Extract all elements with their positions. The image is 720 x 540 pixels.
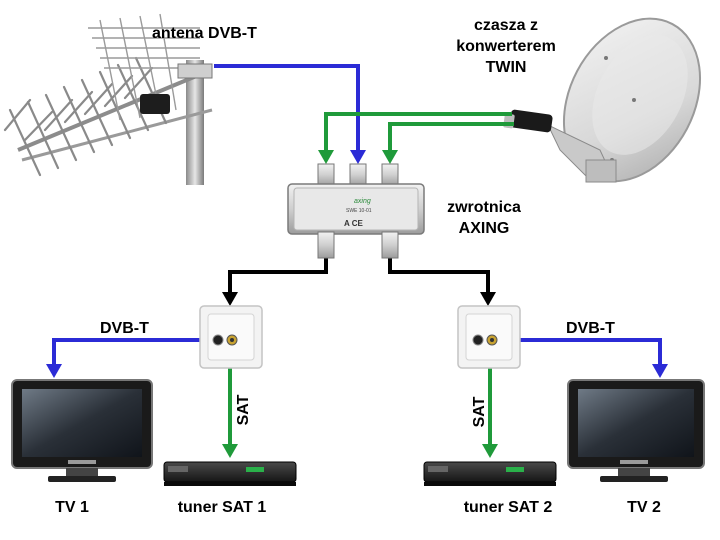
tuner-1-label: tuner SAT 1 [178, 499, 267, 516]
sat-tuner-2-image [423, 461, 557, 486]
dish-label-line-3: TWIN [486, 59, 527, 76]
switch-brand: axing [354, 198, 371, 205]
tv-2-image [567, 379, 705, 482]
arrow-sat-input-2 [382, 150, 398, 164]
dvbt-label-right: DVB-T [566, 320, 615, 337]
wire-arrowheads [46, 150, 668, 458]
sat-label-right: SAT [471, 396, 488, 427]
arrow-antenna-input [350, 150, 366, 164]
antenna-mast [186, 60, 204, 185]
satellite-dish-image [503, 17, 702, 183]
wire-switch-to-outlet-2 [388, 258, 490, 296]
arrow-outlet-1 [222, 292, 238, 306]
sat-tuner-1-image [163, 461, 297, 486]
switch-model: SWE 10-01 [346, 208, 372, 214]
wire-outlet2-to-tv2 [516, 338, 662, 366]
wall-outlet-2 [457, 305, 521, 369]
wire-antenna-to-switch [214, 64, 360, 150]
switch-certification-mark: A CE [344, 219, 363, 228]
arrow-tv-2 [652, 364, 668, 378]
arrow-sat-input-1 [318, 150, 334, 164]
tv-1-image [11, 379, 153, 482]
axing-multiswitch-image: axing SWE 10-01 A CE [287, 163, 425, 259]
tv-1-label: TV 1 [55, 499, 89, 516]
dvbt-antenna-image [3, 13, 213, 185]
wire-outlet1-to-tv1 [52, 338, 200, 366]
arrow-tuner-1 [222, 444, 238, 458]
sat-label-left: SAT [235, 394, 252, 425]
tuner-2-label: tuner SAT 2 [464, 499, 553, 516]
arrow-outlet-2 [480, 292, 496, 306]
switch-label-line-2: AXING [459, 220, 510, 237]
twin-lnb [509, 109, 553, 133]
wire-lnb-to-switch-1 [324, 112, 512, 152]
arrow-tuner-2 [482, 444, 498, 458]
tv-2-label: TV 2 [627, 499, 661, 516]
wall-outlet-1 [199, 305, 263, 369]
dish-label-line-2: konwerterem [456, 38, 556, 55]
wire-switch-to-outlet-1 [228, 258, 328, 296]
arrow-tv-1 [46, 364, 62, 378]
antenna-label: antena DVB-T [152, 25, 257, 42]
wire-lnb-to-switch-2 [388, 122, 514, 152]
switch-label-line-1: zwrotnica [447, 199, 521, 216]
dish-label-line-1: czasza z [474, 17, 538, 34]
dvbt-label-left: DVB-T [100, 320, 149, 337]
